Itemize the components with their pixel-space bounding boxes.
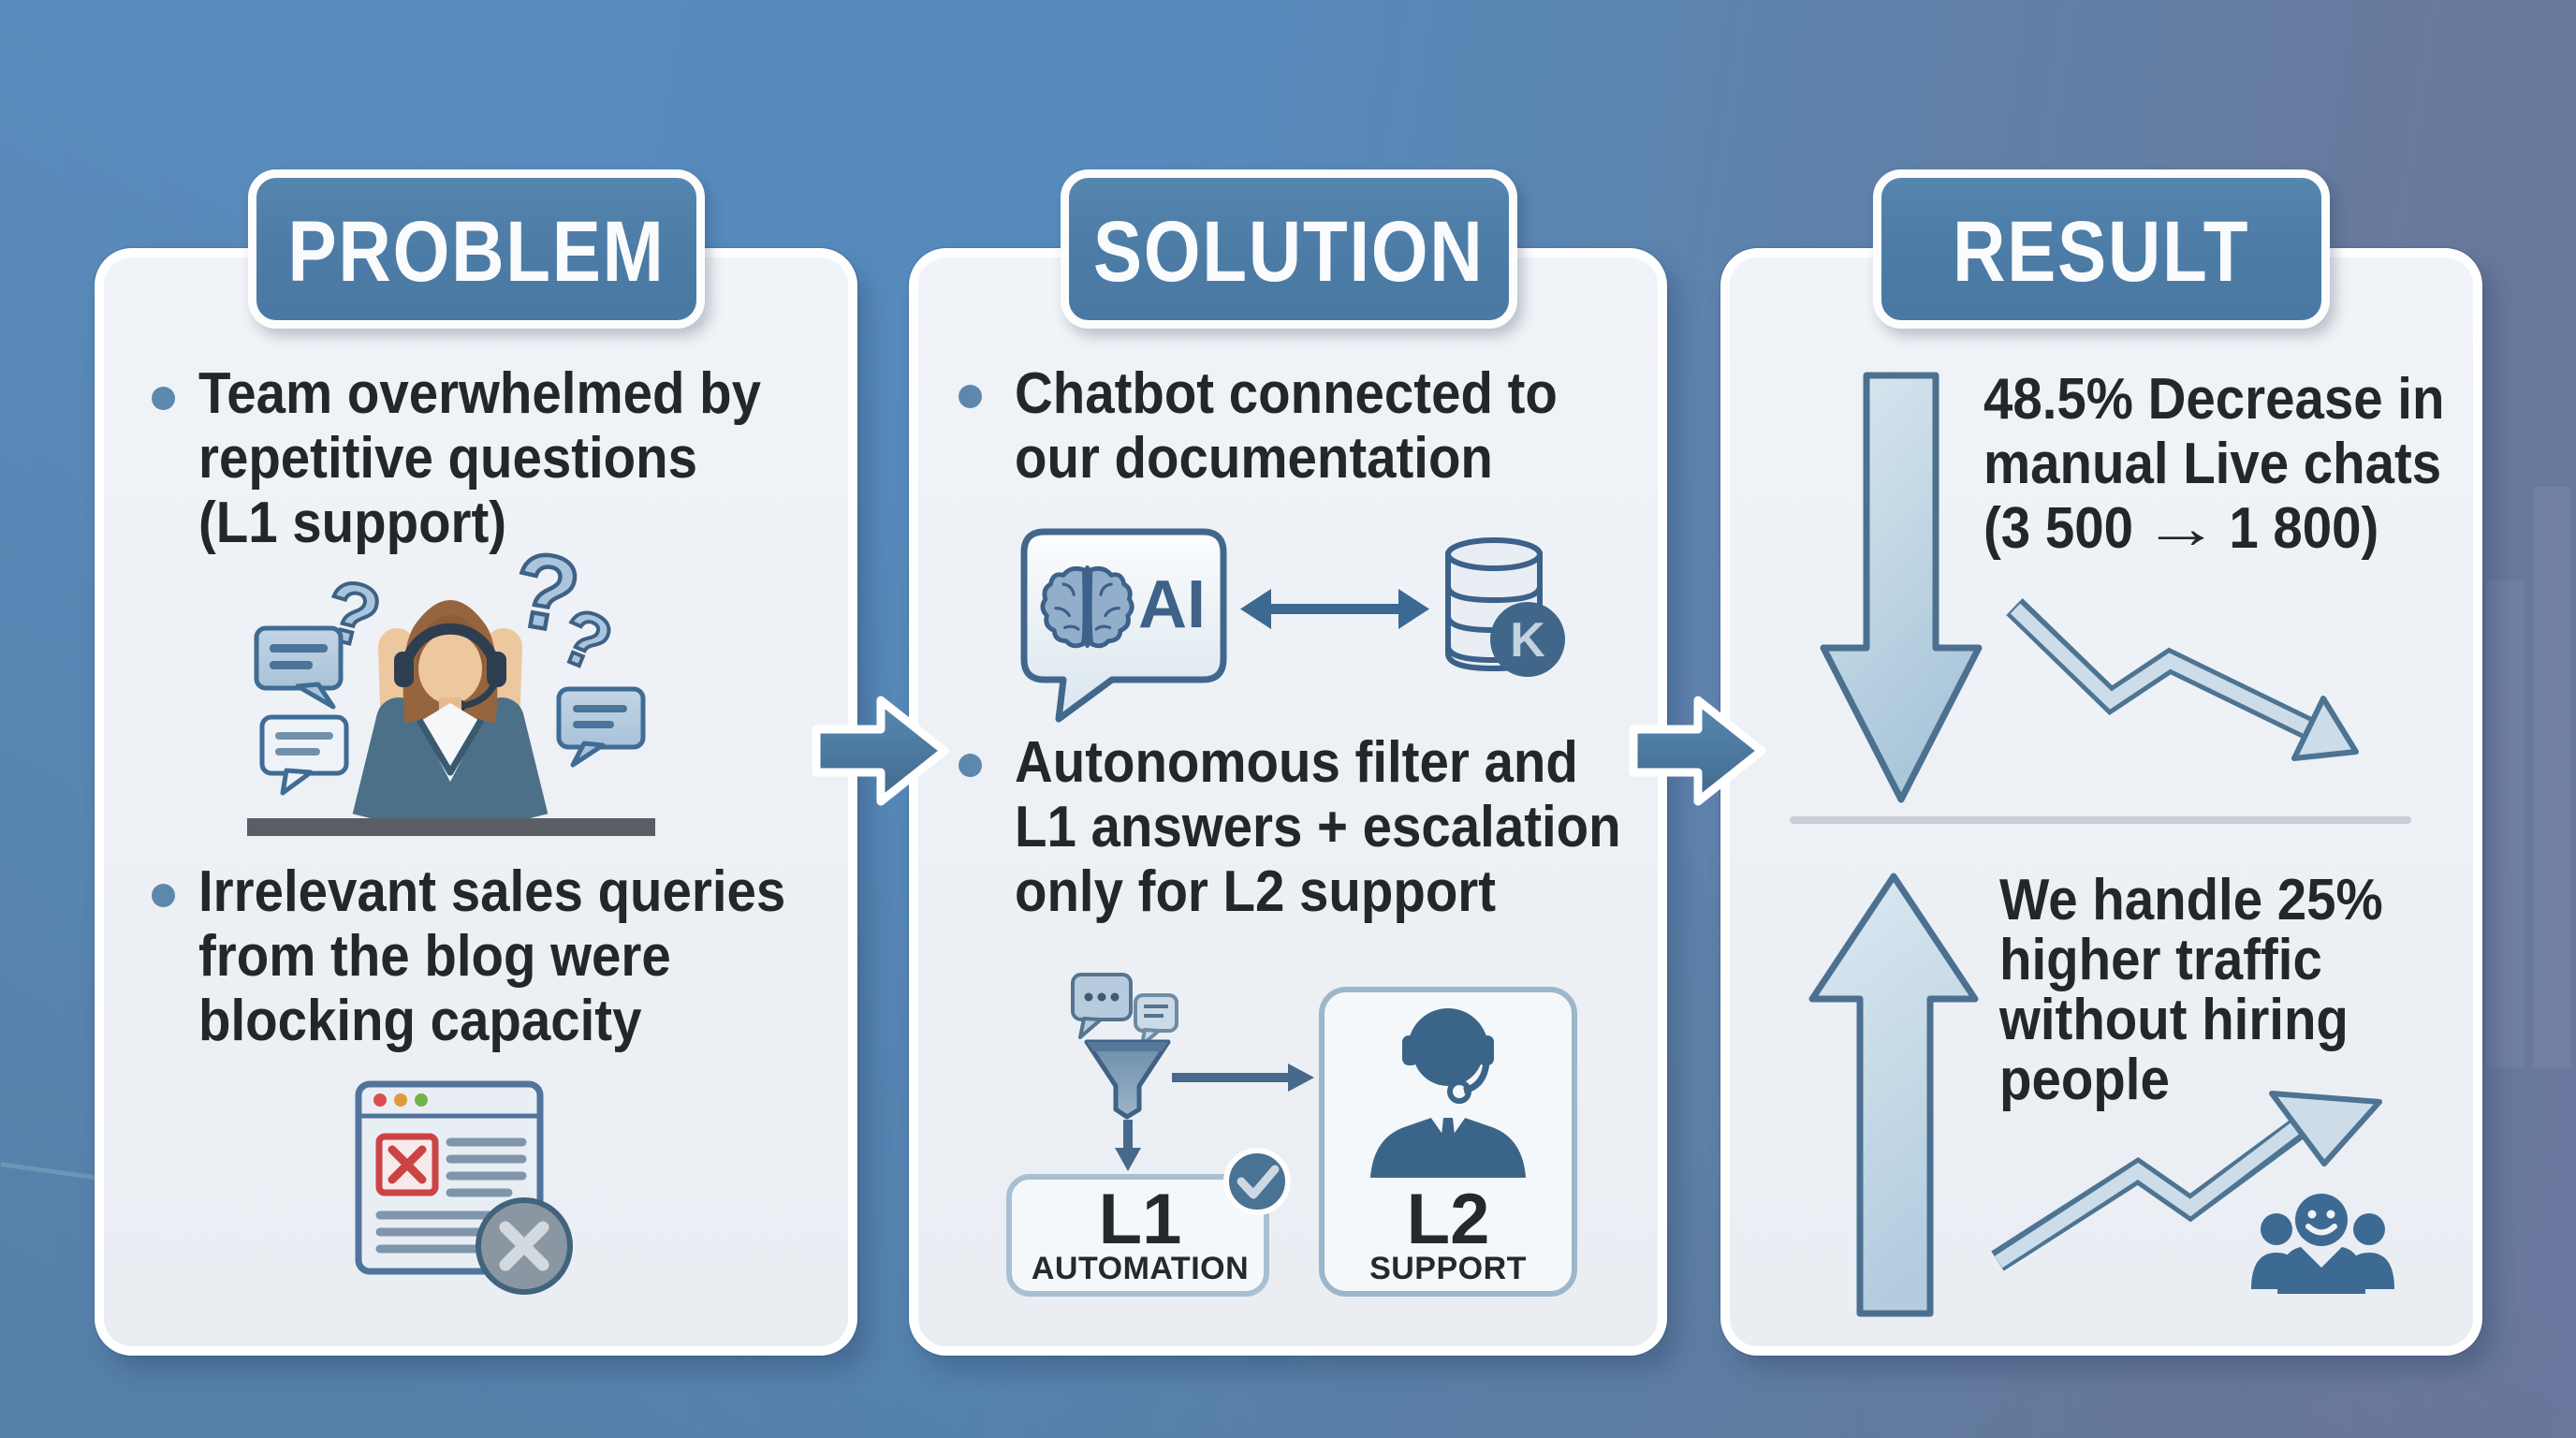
svg-text:AUTOMATION: AUTOMATION: [1032, 1251, 1249, 1286]
svg-text:L1: L1: [1099, 1180, 1182, 1259]
svg-text:AI: AI: [1138, 567, 1206, 642]
svg-text:SUPPORT: SUPPORT: [1369, 1251, 1527, 1286]
svg-text:L2: L2: [1407, 1180, 1490, 1259]
svg-text:K: K: [1510, 613, 1545, 668]
